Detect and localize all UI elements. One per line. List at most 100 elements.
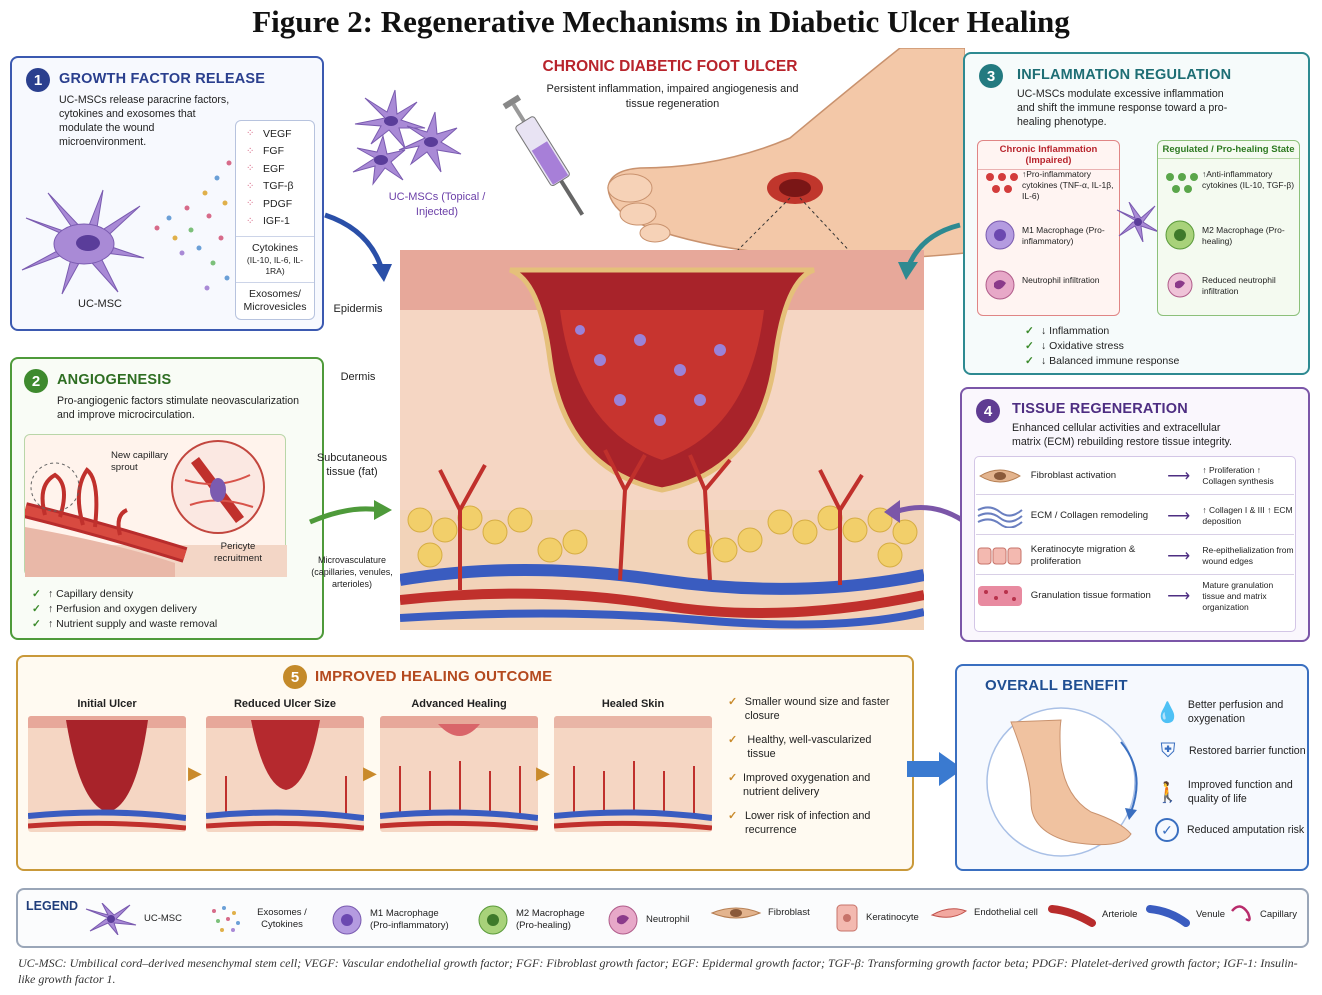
sprout-label: New capillary sprout — [111, 450, 169, 473]
factor-list-box: ⁘VEGF ⁘FGF ⁘EGF ⁘TGF-β ⁘PDGF ⁘IGF-1 Cyto… — [235, 120, 315, 320]
benefit-item: 🚶 Improved function and quality of life — [1155, 779, 1293, 805]
layer-label-dermis: Dermis — [340, 371, 376, 383]
arteriole-legend-icon — [1048, 905, 1096, 927]
stage-reduced-ulcer: Reduced Ulcer Size — [205, 698, 365, 837]
chronic-state-heading: Chronic Inflammation (Impaired) — [978, 141, 1119, 170]
exosome-spray — [154, 160, 232, 291]
walking-person-icon: 🚶 — [1155, 781, 1180, 804]
panel-title: IMPROVED HEALING OUTCOME — [315, 668, 553, 685]
check-circle-icon: ✓ — [1155, 818, 1179, 842]
legend-box: LEGEND UC-MSC Exosomes / Cytokines M1 Ma… — [16, 888, 1309, 948]
benefit-item: ⛨ Restored barrier function — [1155, 738, 1306, 764]
m2-macrophage-icon — [1165, 220, 1195, 250]
fibroblast-icon — [979, 469, 1021, 482]
inflammation-checks: ✓↓ Inflammation ✓↓ Oxidative stress ✓↓ B… — [1025, 324, 1179, 369]
regeneration-row: Keratinocyte migration & proliferation ⟶… — [976, 537, 1294, 575]
to-benefit-arrow — [907, 752, 963, 786]
abbreviations-footnote: UC-MSC: Umbilical cord–derived mesenchym… — [18, 956, 1298, 986]
factor-item: ⁘TGF-β — [246, 180, 294, 193]
regeneration-row: Fibroblast activation ⟶ ↑ Proliferation … — [976, 457, 1294, 495]
stage-image — [379, 716, 539, 832]
factor-item: ⁘IGF-1 — [246, 215, 290, 228]
msc-delivery-label: UC-MSCs (Topical / Injected) — [388, 191, 486, 218]
factor-item: ⁘FGF — [246, 145, 284, 158]
legend-item: Capillary — [1228, 903, 1297, 927]
panel-growth-factor-release: 1 GROWTH FACTOR RELEASE UC-MSCs release … — [10, 56, 324, 331]
regeneration-table — [974, 456, 1296, 632]
figure-title: Figure 2: Regenerative Mechanisms in Dia… — [252, 4, 1070, 39]
healed-foot-illustration — [986, 707, 1138, 857]
pericyte-label: Pericyte recruitment — [214, 541, 262, 564]
uc-msc-cell-illustration — [21, 189, 145, 295]
outcome-item: ✓Smaller wound size and faster closure — [728, 696, 890, 722]
pro-healing-item: M2 Macrophage (Pro-healing) — [1202, 225, 1285, 246]
legend-item: Venule — [1146, 903, 1225, 927]
center-heading: CHRONIC DIABETIC FOOT ULCER — [542, 58, 798, 75]
droplet-icon: 💧 — [1155, 701, 1180, 724]
neutrophil-legend-icon — [608, 905, 638, 935]
legend-item: Endothelial cell — [930, 903, 1038, 923]
panel-description: Pro-angiogenic factors stimulate neovasc… — [57, 395, 300, 421]
exosomes-box: Exosomes/ Microvesicles — [236, 282, 314, 319]
pro-healing-state-heading: Regulated / Pro-healing State — [1158, 141, 1299, 159]
m2-macrophage-legend-icon — [478, 905, 508, 935]
check-item: ✓↓ Inflammation — [1025, 325, 1110, 337]
panel-inflammation-regulation: 3 INFLAMMATION REGULATION UC-MSCs modula… — [963, 52, 1310, 375]
legend-item: Keratinocyte — [834, 903, 919, 933]
benefit-item: 💧 Better perfusion and oxygenation — [1155, 699, 1284, 725]
endothelial-cell-legend-icon — [930, 908, 968, 918]
layer-label-subcutaneous: Subcutaneous tissue (fat) — [316, 452, 388, 478]
panel-overall-benefit: OVERALL BENEFIT 💧 Better perfusion and o… — [955, 664, 1309, 871]
stage-image — [553, 716, 713, 832]
chronic-item: Neutrophil infiltration — [1022, 275, 1100, 285]
uc-msc-cluster — [352, 89, 462, 186]
connector-arrows — [309, 212, 964, 525]
panel-improved-healing-outcome: 5 IMPROVED HEALING OUTCOME Initial Ulcer… — [16, 655, 914, 871]
panel-number: 2 — [24, 369, 48, 393]
panel-number: 5 — [283, 665, 307, 689]
layer-label-microvasculature: Microvasculature (capillaries, venules, … — [311, 555, 393, 589]
angiogenesis-illustration: New capillary sprout Pericyte recruitmen… — [23, 434, 287, 577]
neutrophil-icon — [985, 270, 1015, 300]
panel-description: Enhanced cellular activities and extrace… — [1012, 422, 1232, 448]
panel-title: ANGIOGENESIS — [57, 372, 172, 388]
fibroblast-legend-icon — [710, 907, 762, 919]
panel-angiogenesis: 2 ANGIOGENESIS Pro-angiogenic factors st… — [10, 357, 324, 640]
panel-number: 3 — [979, 64, 1003, 88]
reduced-neutrophil-icon — [1167, 272, 1193, 298]
wound-cross-section — [400, 250, 924, 630]
pro-inflammatory-cytokines-icon — [986, 173, 1018, 193]
legend-item: M2 Macrophage (Pro-healing) — [476, 903, 596, 937]
factor-item: ⁘PDGF — [246, 197, 293, 210]
center-subtitle: Persistent inflammation, impaired angiog… — [546, 83, 799, 110]
collagen-icon — [977, 505, 1023, 528]
anti-inflammatory-cytokines-icon — [1166, 173, 1198, 193]
outcome-item: ✓Healthy, well-vascularized tissue — [728, 734, 872, 760]
panel-title: TISSUE REGENERATION — [1012, 401, 1188, 417]
legend-item: M1 Macrophage (Pro-inflammatory) — [330, 903, 460, 937]
pro-healing-item: ↑Anti-inflammatory cytokines (IL-10, TGF… — [1202, 169, 1295, 190]
panel-title: INFLAMMATION REGULATION — [1017, 67, 1232, 83]
m1-macrophage-legend-icon — [332, 905, 362, 935]
panel-number: 1 — [26, 68, 50, 92]
panel-title: GROWTH FACTOR RELEASE — [59, 71, 266, 87]
exosome-legend-icon — [212, 906, 240, 932]
uc-msc-label: UC-MSC — [78, 298, 122, 310]
panel-description: UC-MSCs release paracrine factors, cytok… — [59, 94, 230, 148]
stage-initial-ulcer: Initial Ulcer — [27, 698, 187, 837]
factor-item: ⁘VEGF — [246, 127, 292, 140]
stage-image — [27, 716, 187, 832]
legend-item: UC-MSC — [84, 903, 182, 935]
legend-title: LEGEND — [26, 899, 79, 913]
benefit-item: ✓ Reduced amputation risk — [1155, 818, 1304, 842]
layer-label-epidermis: Epidermis — [333, 303, 383, 315]
legend-item: Fibroblast — [710, 903, 810, 923]
panel-tissue-regeneration: 4 TISSUE REGENERATION Enhanced cellular … — [960, 387, 1310, 642]
chronic-item: M1 Macrophage (Pro-inflammatory) — [1022, 225, 1105, 246]
m1-macrophage-icon — [985, 220, 1015, 250]
legend-item: Arteriole — [1048, 903, 1137, 927]
check-item: ✓↑ Perfusion and oxygen delivery — [32, 603, 197, 615]
pro-healing-state-box: Regulated / Pro-healing State ↑Anti-infl… — [1157, 140, 1300, 316]
panel-number: 4 — [976, 399, 1000, 423]
legend-item: Exosomes / Cytokines — [208, 903, 312, 935]
